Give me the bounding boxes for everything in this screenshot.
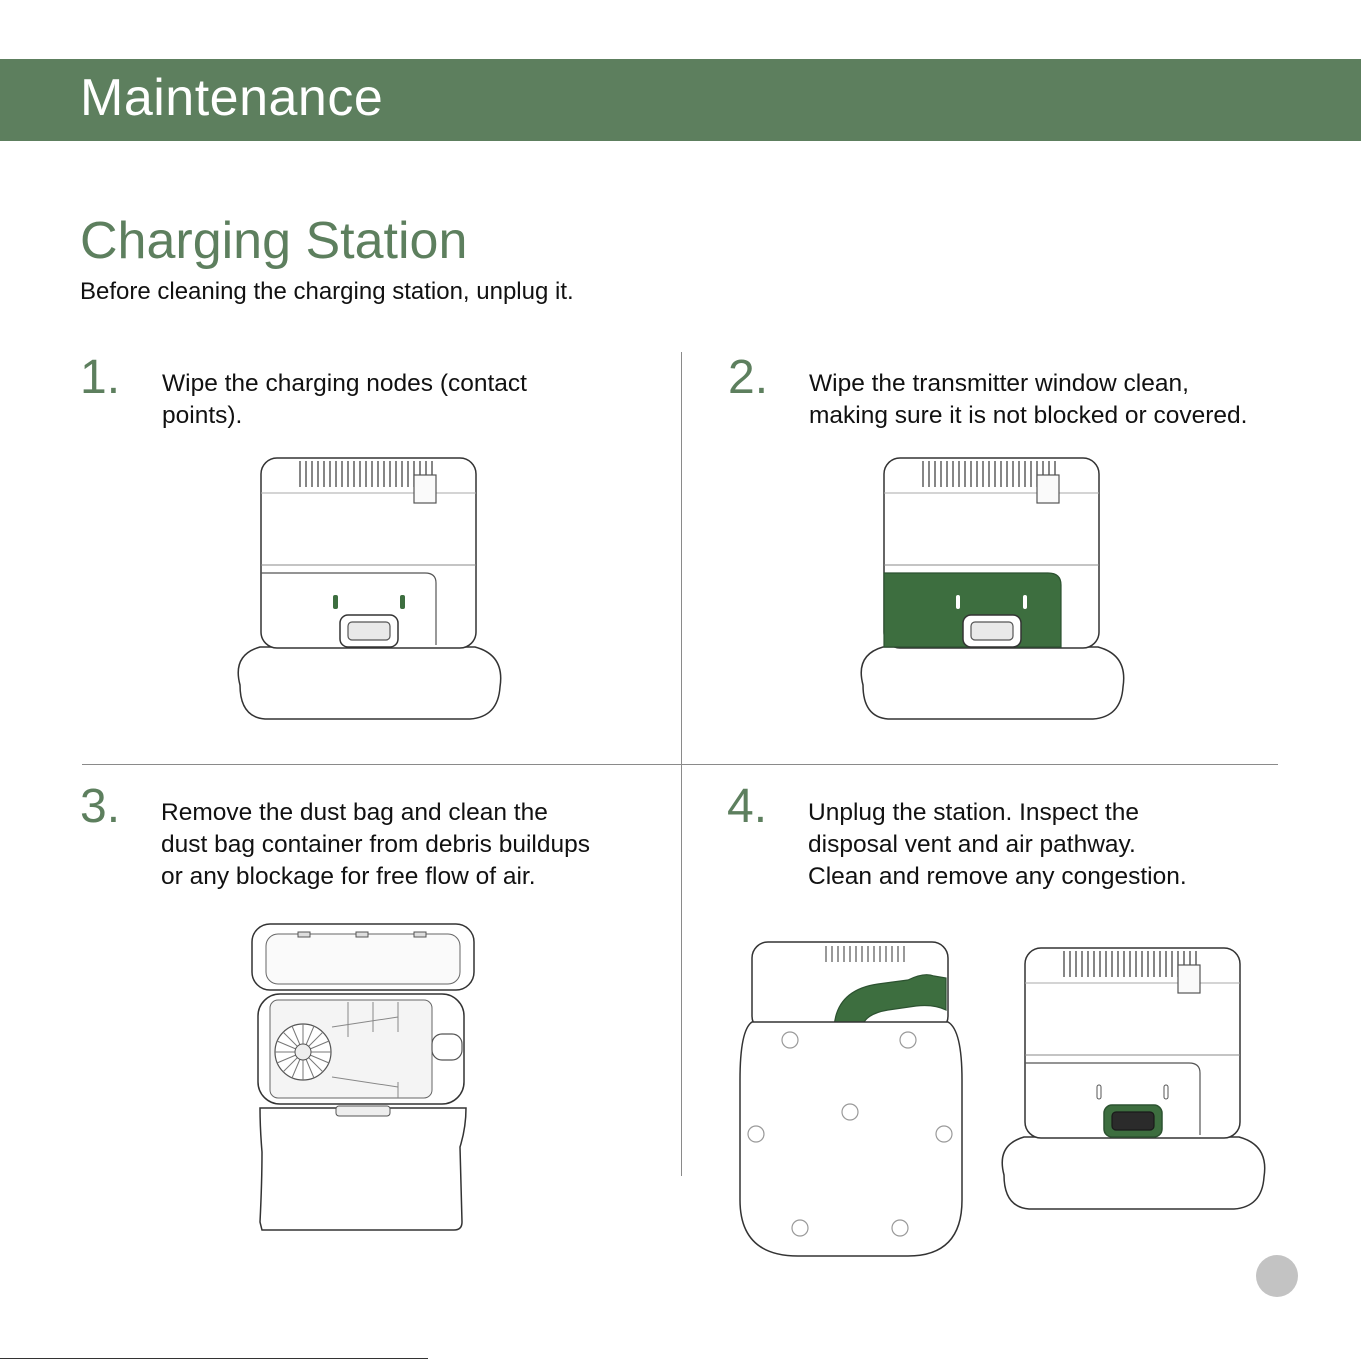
charging-station-window-illustration xyxy=(860,457,1125,720)
step-1-text: Wipe the charging nodes (contact points)… xyxy=(162,370,527,429)
section-title: Charging Station xyxy=(80,212,468,270)
step-1-number: 1. xyxy=(80,351,121,404)
step-4-text: Unplug the station. Inspect the disposal… xyxy=(808,799,1187,890)
step-3-text: Remove the dust bag and clean the dust b… xyxy=(161,799,591,890)
disposal-vent-illustration xyxy=(1001,947,1266,1210)
step-2-text: Wipe the transmitter window clean, makin… xyxy=(809,370,1248,429)
air-pathway-illustration xyxy=(739,941,963,1257)
page-number-badge xyxy=(1256,1255,1298,1297)
dust-bag-container-illustration xyxy=(251,923,475,1231)
step-3-number: 3. xyxy=(80,780,121,833)
section-subtitle: Before cleaning the charging station, un… xyxy=(80,278,574,305)
grid-horizontal-divider xyxy=(82,764,1278,765)
footer-rule xyxy=(0,1358,428,1359)
step-2-number: 2. xyxy=(728,351,769,404)
header-banner xyxy=(0,59,1361,141)
page-title: Maintenance xyxy=(80,69,384,127)
charging-station-nodes-illustration xyxy=(237,457,502,720)
step-4-number: 4. xyxy=(727,780,768,833)
